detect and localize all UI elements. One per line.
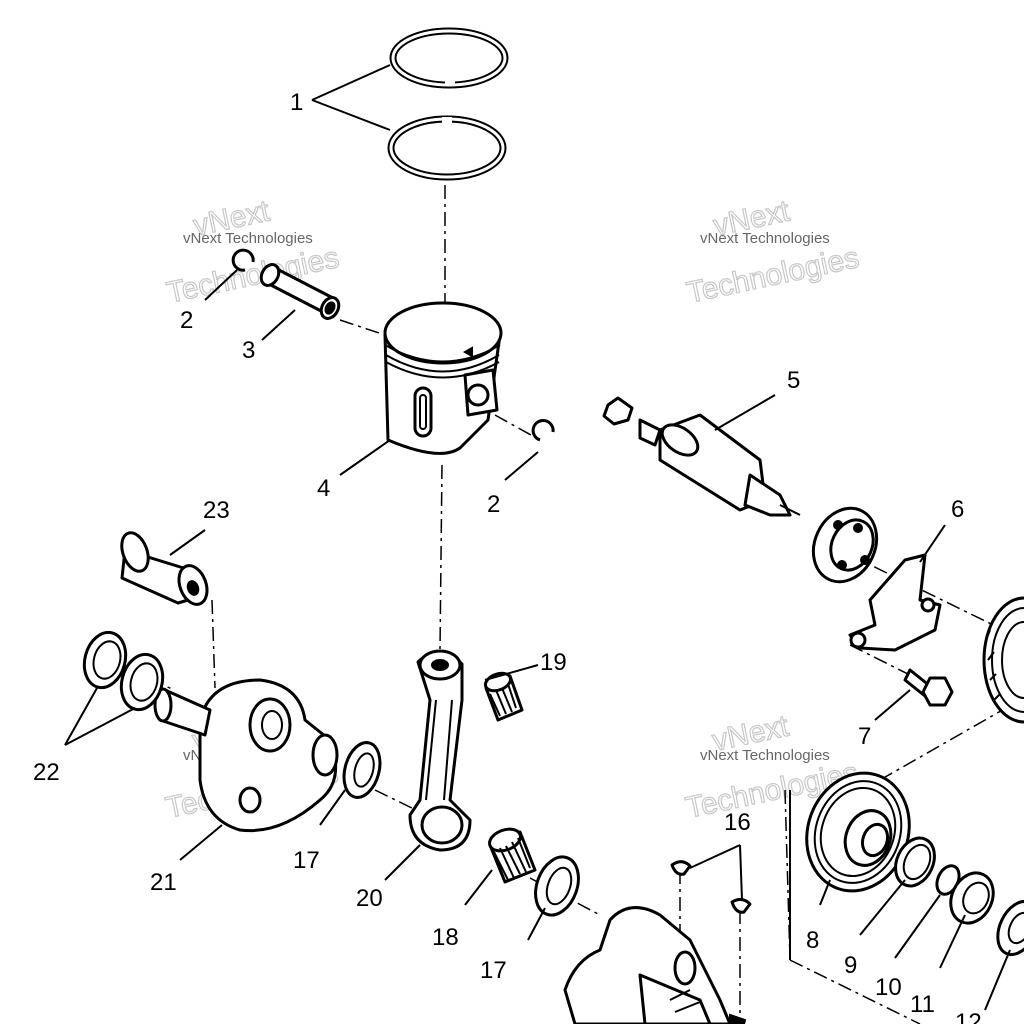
piston (383, 301, 503, 455)
callout-6: 6 (951, 496, 964, 523)
centerline (339, 319, 386, 336)
callout-3: 3 (242, 337, 255, 364)
leader-line (984, 949, 1011, 1011)
leader-line (311, 64, 391, 131)
crank-thrust-washer-upper (342, 741, 382, 799)
callout-12: 12 (955, 1009, 982, 1024)
callout-19: 19 (540, 649, 567, 676)
callout-8: 8 (806, 927, 819, 954)
callout-18: 18 (432, 924, 459, 951)
balance-shaft (602, 396, 801, 517)
leader-line (504, 451, 539, 481)
callout-4: 4 (317, 475, 330, 502)
callout-7: 7 (858, 723, 871, 750)
connecting-rod (408, 649, 472, 852)
leader-line (464, 869, 493, 906)
leader-line (939, 914, 966, 969)
watermark-text: vNext Technologies (700, 747, 830, 764)
piston-pin (259, 263, 341, 320)
leader-line (484, 664, 539, 681)
leader-line (339, 439, 391, 476)
callout-20: 20 (356, 885, 383, 912)
leader-line (261, 309, 296, 341)
leader-line (859, 879, 906, 936)
callout-2: 2 (180, 307, 193, 334)
centerline (211, 599, 216, 689)
callout-22: 22 (33, 759, 60, 786)
ball-bearing (811, 506, 879, 584)
callout-11: 11 (910, 991, 935, 1018)
piston-pin-circlip-right (531, 419, 555, 442)
callout-1: 1 (290, 89, 303, 116)
thrust-washer-inner (902, 843, 932, 881)
callout-10: 10 (875, 974, 902, 1001)
leader-line (874, 689, 911, 721)
piston-pin-circlip-left (231, 248, 255, 272)
leader-line (714, 394, 776, 431)
callout-2: 2 (487, 491, 500, 518)
crankshaft-left-half (153, 678, 339, 833)
leader-line (819, 879, 831, 906)
woodruff-key (730, 897, 752, 914)
drive-gear-partial (982, 596, 1024, 724)
callout-5: 5 (787, 367, 800, 394)
crankshaft-seal-inner (119, 652, 165, 712)
centerline (494, 414, 541, 441)
needle-bearing-big-end (488, 827, 537, 884)
centerline (374, 789, 421, 813)
crank-thrust-washer-lower (534, 855, 580, 917)
callout-17: 17 (480, 957, 507, 984)
callout-17: 17 (293, 847, 320, 874)
piston-ring-upper (389, 27, 509, 89)
centerline (849, 554, 1024, 641)
leader-line (179, 824, 223, 861)
leader-line (64, 687, 136, 746)
bolt (903, 668, 954, 707)
leader-line (384, 844, 421, 881)
woodruff-key (670, 860, 692, 876)
callout-23: 23 (203, 497, 230, 524)
leader-line (894, 894, 941, 959)
leader-line (169, 529, 206, 556)
leader-line (319, 789, 346, 826)
watermark-text: vNext Technologies (183, 230, 313, 247)
leader-line (527, 907, 546, 941)
watermark-text: Technologies (684, 241, 862, 310)
end-part-partial (996, 900, 1024, 956)
crankshaft-seal-outer (82, 630, 128, 690)
crank-pin (120, 531, 209, 606)
callout-9: 9 (844, 952, 857, 979)
balance-gear (805, 771, 911, 893)
piston-ring-lower (387, 115, 507, 181)
leader-line (204, 269, 238, 301)
centerline (439, 464, 443, 651)
leader-line (689, 844, 743, 901)
centerline (879, 699, 1021, 781)
crankshaft-right-half (563, 906, 747, 1024)
needle-bearing-small-end (483, 671, 524, 722)
centerline (789, 959, 921, 1024)
leader-line (919, 524, 946, 563)
watermark-text: vNext Technologies (700, 230, 830, 247)
callout-21: 21 (150, 869, 177, 896)
callout-16: 16 (724, 809, 751, 836)
bearing-retainer-bracket (848, 553, 942, 652)
